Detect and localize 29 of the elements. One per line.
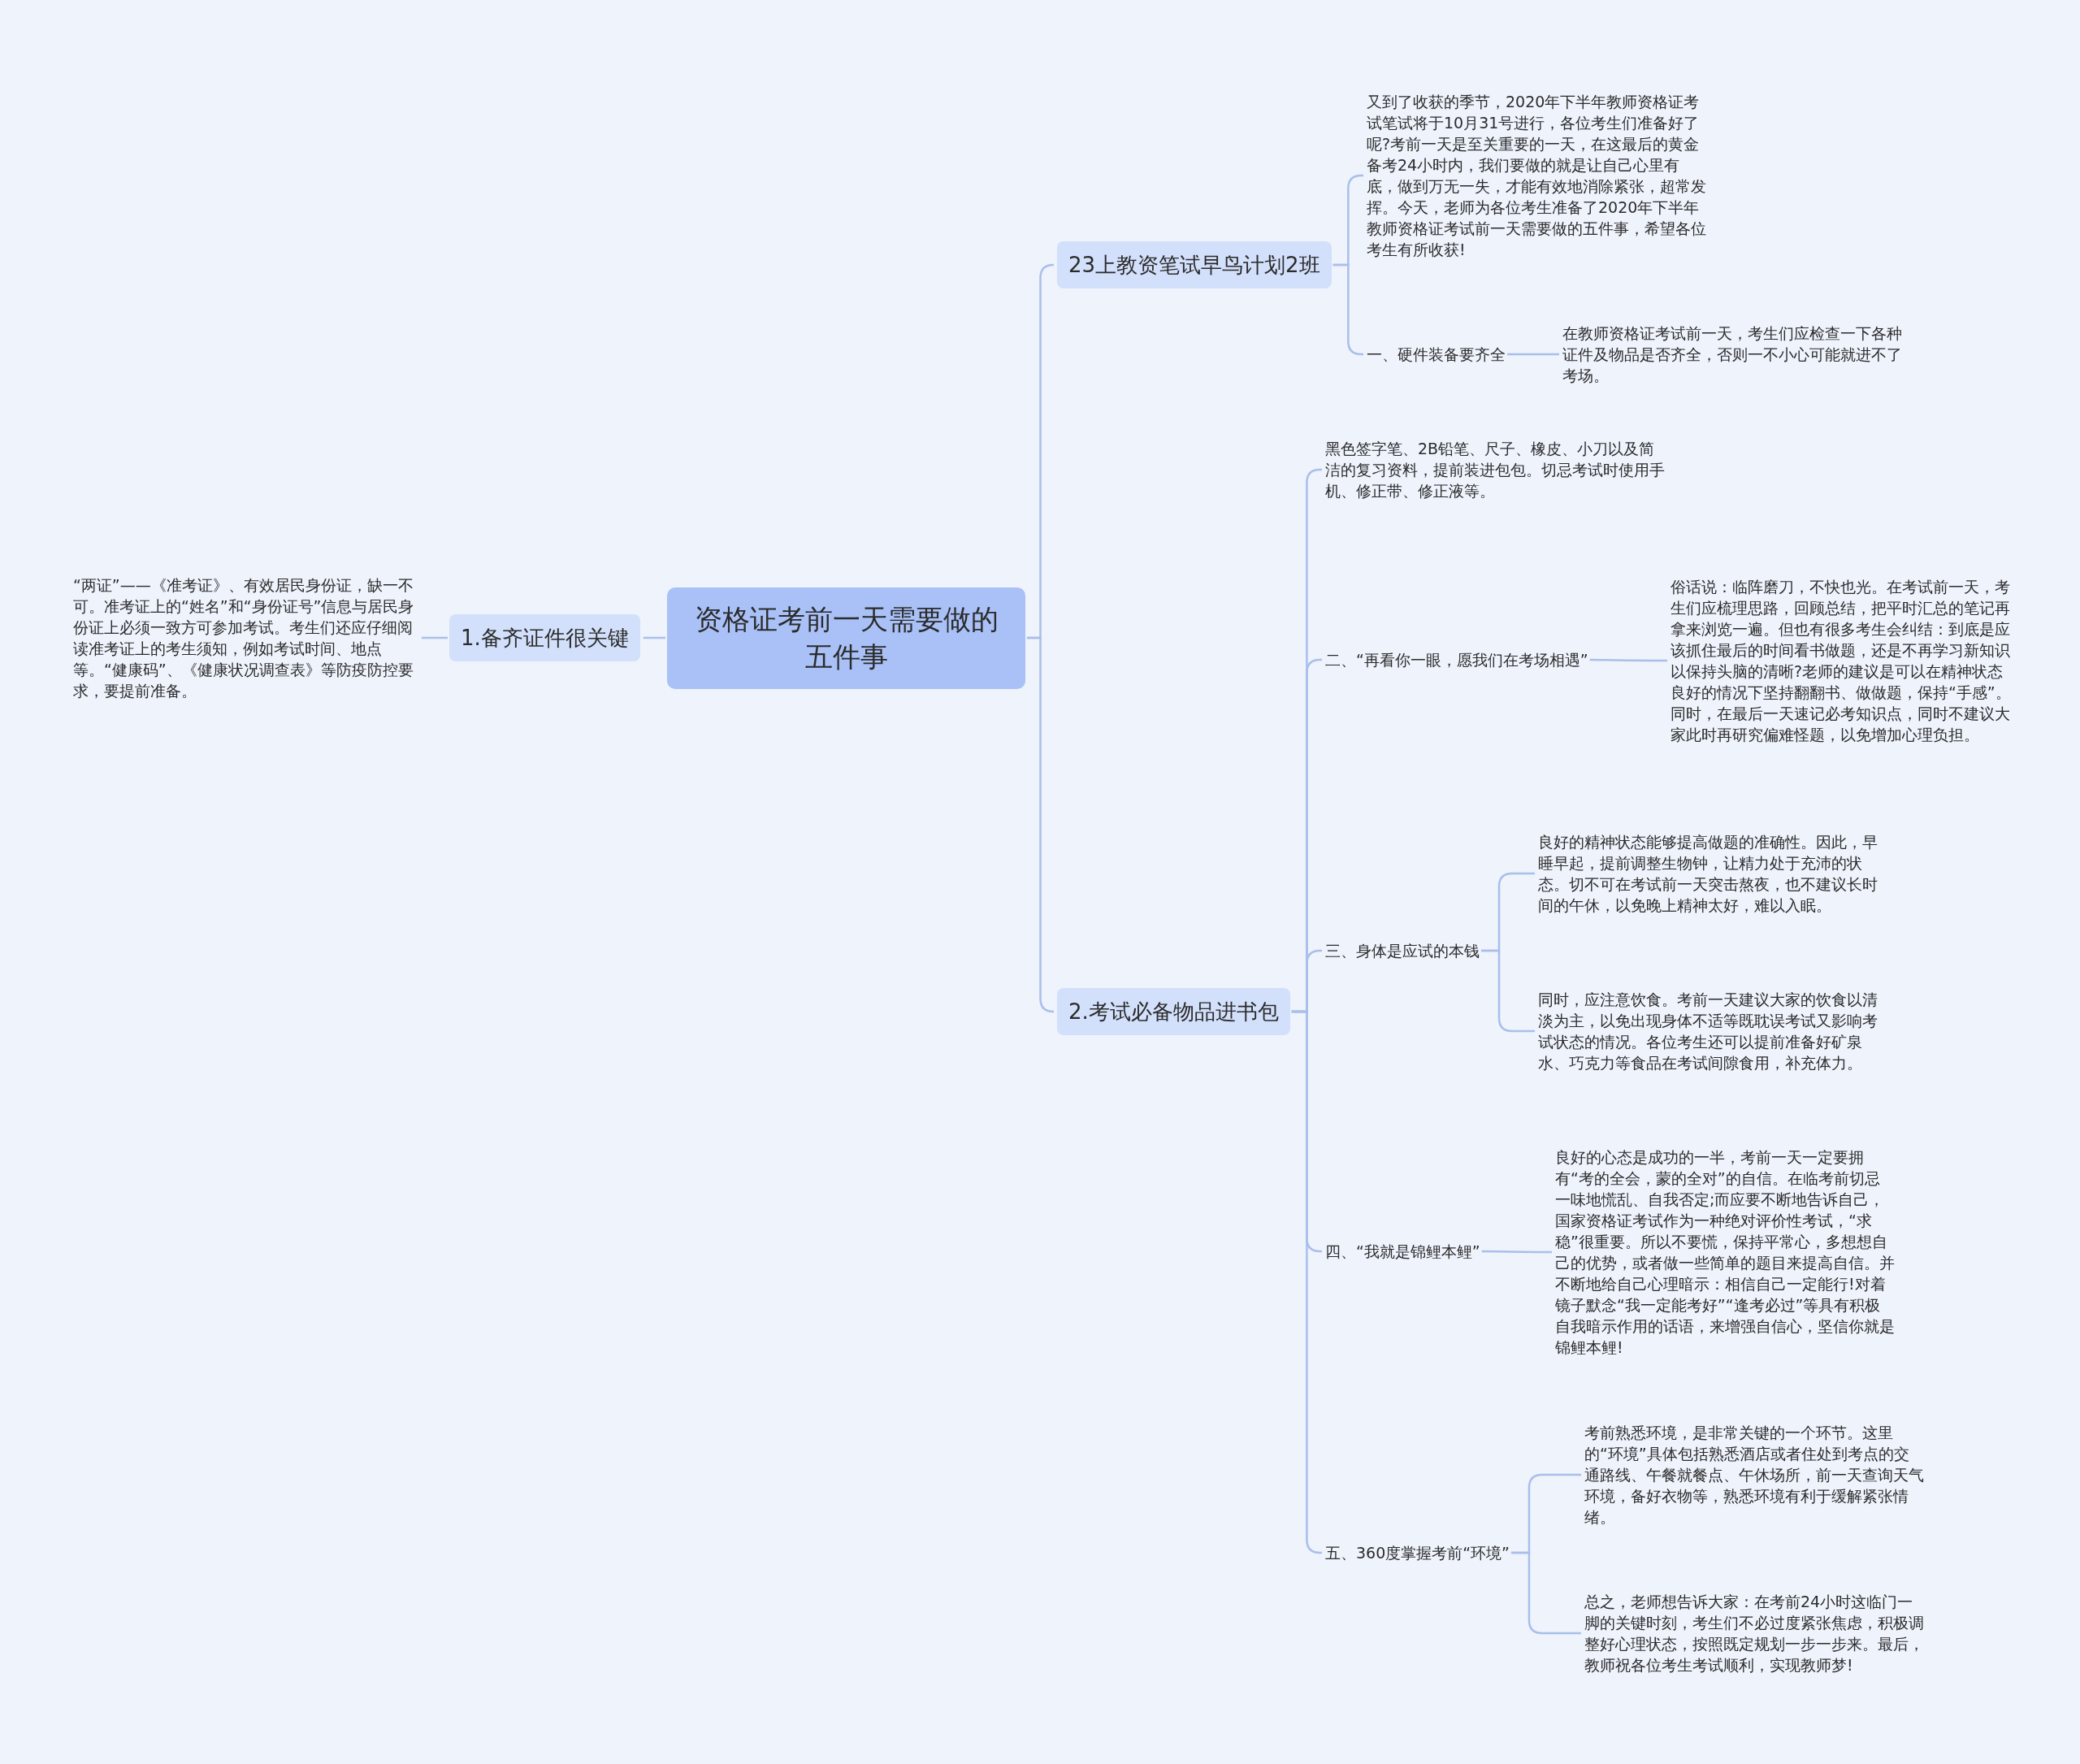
note-text: 俗话说：临阵磨刀，不快也光。在考试前一天，考生们应梳理思路，回顾总结，把平时汇总的笔记再拿来浏览一遍。但也有很多考生会纠结：到底是应该抓住最后的时间看书做题，还是不再学习新知识以保持头脑的清晰?老师的建议是可以在精神状态良好的情况下坚持翻翻书、做做题，保持“手感”。同时，在最后一天速记必考知识点，同时不建议大家此时再研究偏难怪题，以免增加心理负担。	[1670, 576, 2012, 745]
subtopic-text: 五、360度掌握考前“环境”	[1325, 1542, 1510, 1563]
note-text: 考前熟悉环境，是非常关键的一个环节。这里的“环境”具体包括熟悉酒店或者住处到考点的交通路线、午餐就餐点、午休场所，前一天查询天气环境，备好衣物等，熟悉环境有利于缓解紧张情绪。	[1584, 1422, 1924, 1528]
connector-line	[422, 636, 448, 639]
note-text: 总之，老师想告诉大家：在考前24小时这临门一脚的关键时刻，考生们不必过度紧张焦虑，积极调整好心理状态，按照既定规划一步一步来。最后，教师祝各位考生考试顺利，实现教师梦!	[1584, 1591, 1924, 1675]
subtopic-text: 二、“再看你一眼，愿我们在考场相遇”	[1325, 649, 1588, 670]
connector-line	[1589, 658, 1667, 662]
note-text: 黑色签字笔、2B铅笔、尺子、橡皮、小刀以及简洁的复习资料，提前装进包包。切忌考试时使用手机、修正带、修正液等。	[1325, 438, 1665, 501]
connector-line	[1027, 636, 1055, 1013]
subtopic-text: 四、“我就是锦鲤本鲤”	[1325, 1241, 1480, 1262]
note-text: 在教师资格证考试前一天，考生们应检查一下各种证件及物品是否齐全，否则一不小心可能就进不了考场。	[1562, 323, 1904, 386]
connector-line	[1507, 353, 1559, 356]
note-text: 良好的精神状态能够提高做题的准确性。因此，早睡早起，提前调整生物钟，让精力处于充沛的状态。切不可在考试前一天突击熬夜，也不建议长时间的午休，以免晚上精神太好，难以入眠。	[1538, 831, 1878, 916]
note-text: 良好的心态是成功的一半，考前一天一定要拥有“考的全会，蒙的全对”的自信。在临考前切忌一味地慌乱、自我否定;而应要不断地告诉自己，国家资格证考试作为一种绝对评价性考试，“求稳”很重要。所以不要慌，保持平常心，多想想自己的优势，或者做一些简单的题目来提高自信。并不断地给自己心理暗示：相信自己一定能行!对着镜子默念“我一定能考好”“逢考必过”等具有积极自我暗示作用的话语，来增强自信心，坚信你就是锦鲤本鲤!	[1555, 1146, 1895, 1358]
connector-line	[1332, 263, 1363, 356]
connector-line	[1510, 1551, 1581, 1635]
note-text: “两证”——《准考证》、有效居民身份证，缺一不可。准考证上的“姓名”和“身份证号”信息与居民身份证上必须一致方可参加考试。考生们还应仔细阅读准考证上的考生须知，例如考试时间、地点等。“健康码”、《健康状况调查表》等防疫防控要求，要提前准备。	[73, 574, 418, 701]
branch-box: 1.备齐证件很关键	[449, 614, 640, 661]
topic-box: 资格证考前一天需要做的五件事	[667, 587, 1025, 689]
subtopic-text: 一、硬件装备要齐全	[1367, 344, 1506, 365]
connector-line	[643, 636, 665, 639]
connector-line	[1481, 1250, 1552, 1254]
branch-box: 23上教资笔试早鸟计划2班	[1057, 241, 1332, 288]
subtopic-text: 三、身体是应试的本钱	[1325, 940, 1480, 961]
connector-line	[1481, 949, 1535, 1033]
note-text: 又到了收获的季节，2020年下半年教师资格证考试笔试将于10月31号进行，各位考生们准备好了呢?考前一天是至关重要的一天，在这最后的黄金备考24小时内，我们要做的就是让自己心里有底，做到万无一失，才能有效地消除紧张，超常发挥。今天，老师为各位考生准备了2020年下半年教师资格证考试前一天需要做的五件事，希望各位考生有所收获!	[1367, 91, 1708, 260]
note-text: 同时，应注意饮食。考前一天建议大家的饮食以清淡为主，以免出现身体不适等既耽误考试又影响考试状态的情况。各位考生还可以提前准备好矿泉水、巧克力等食品在考试间隙食用，补充体力。	[1538, 989, 1878, 1073]
branch-box: 2.考试必备物品进书包	[1057, 988, 1290, 1035]
connector-line	[1291, 1010, 1323, 1554]
